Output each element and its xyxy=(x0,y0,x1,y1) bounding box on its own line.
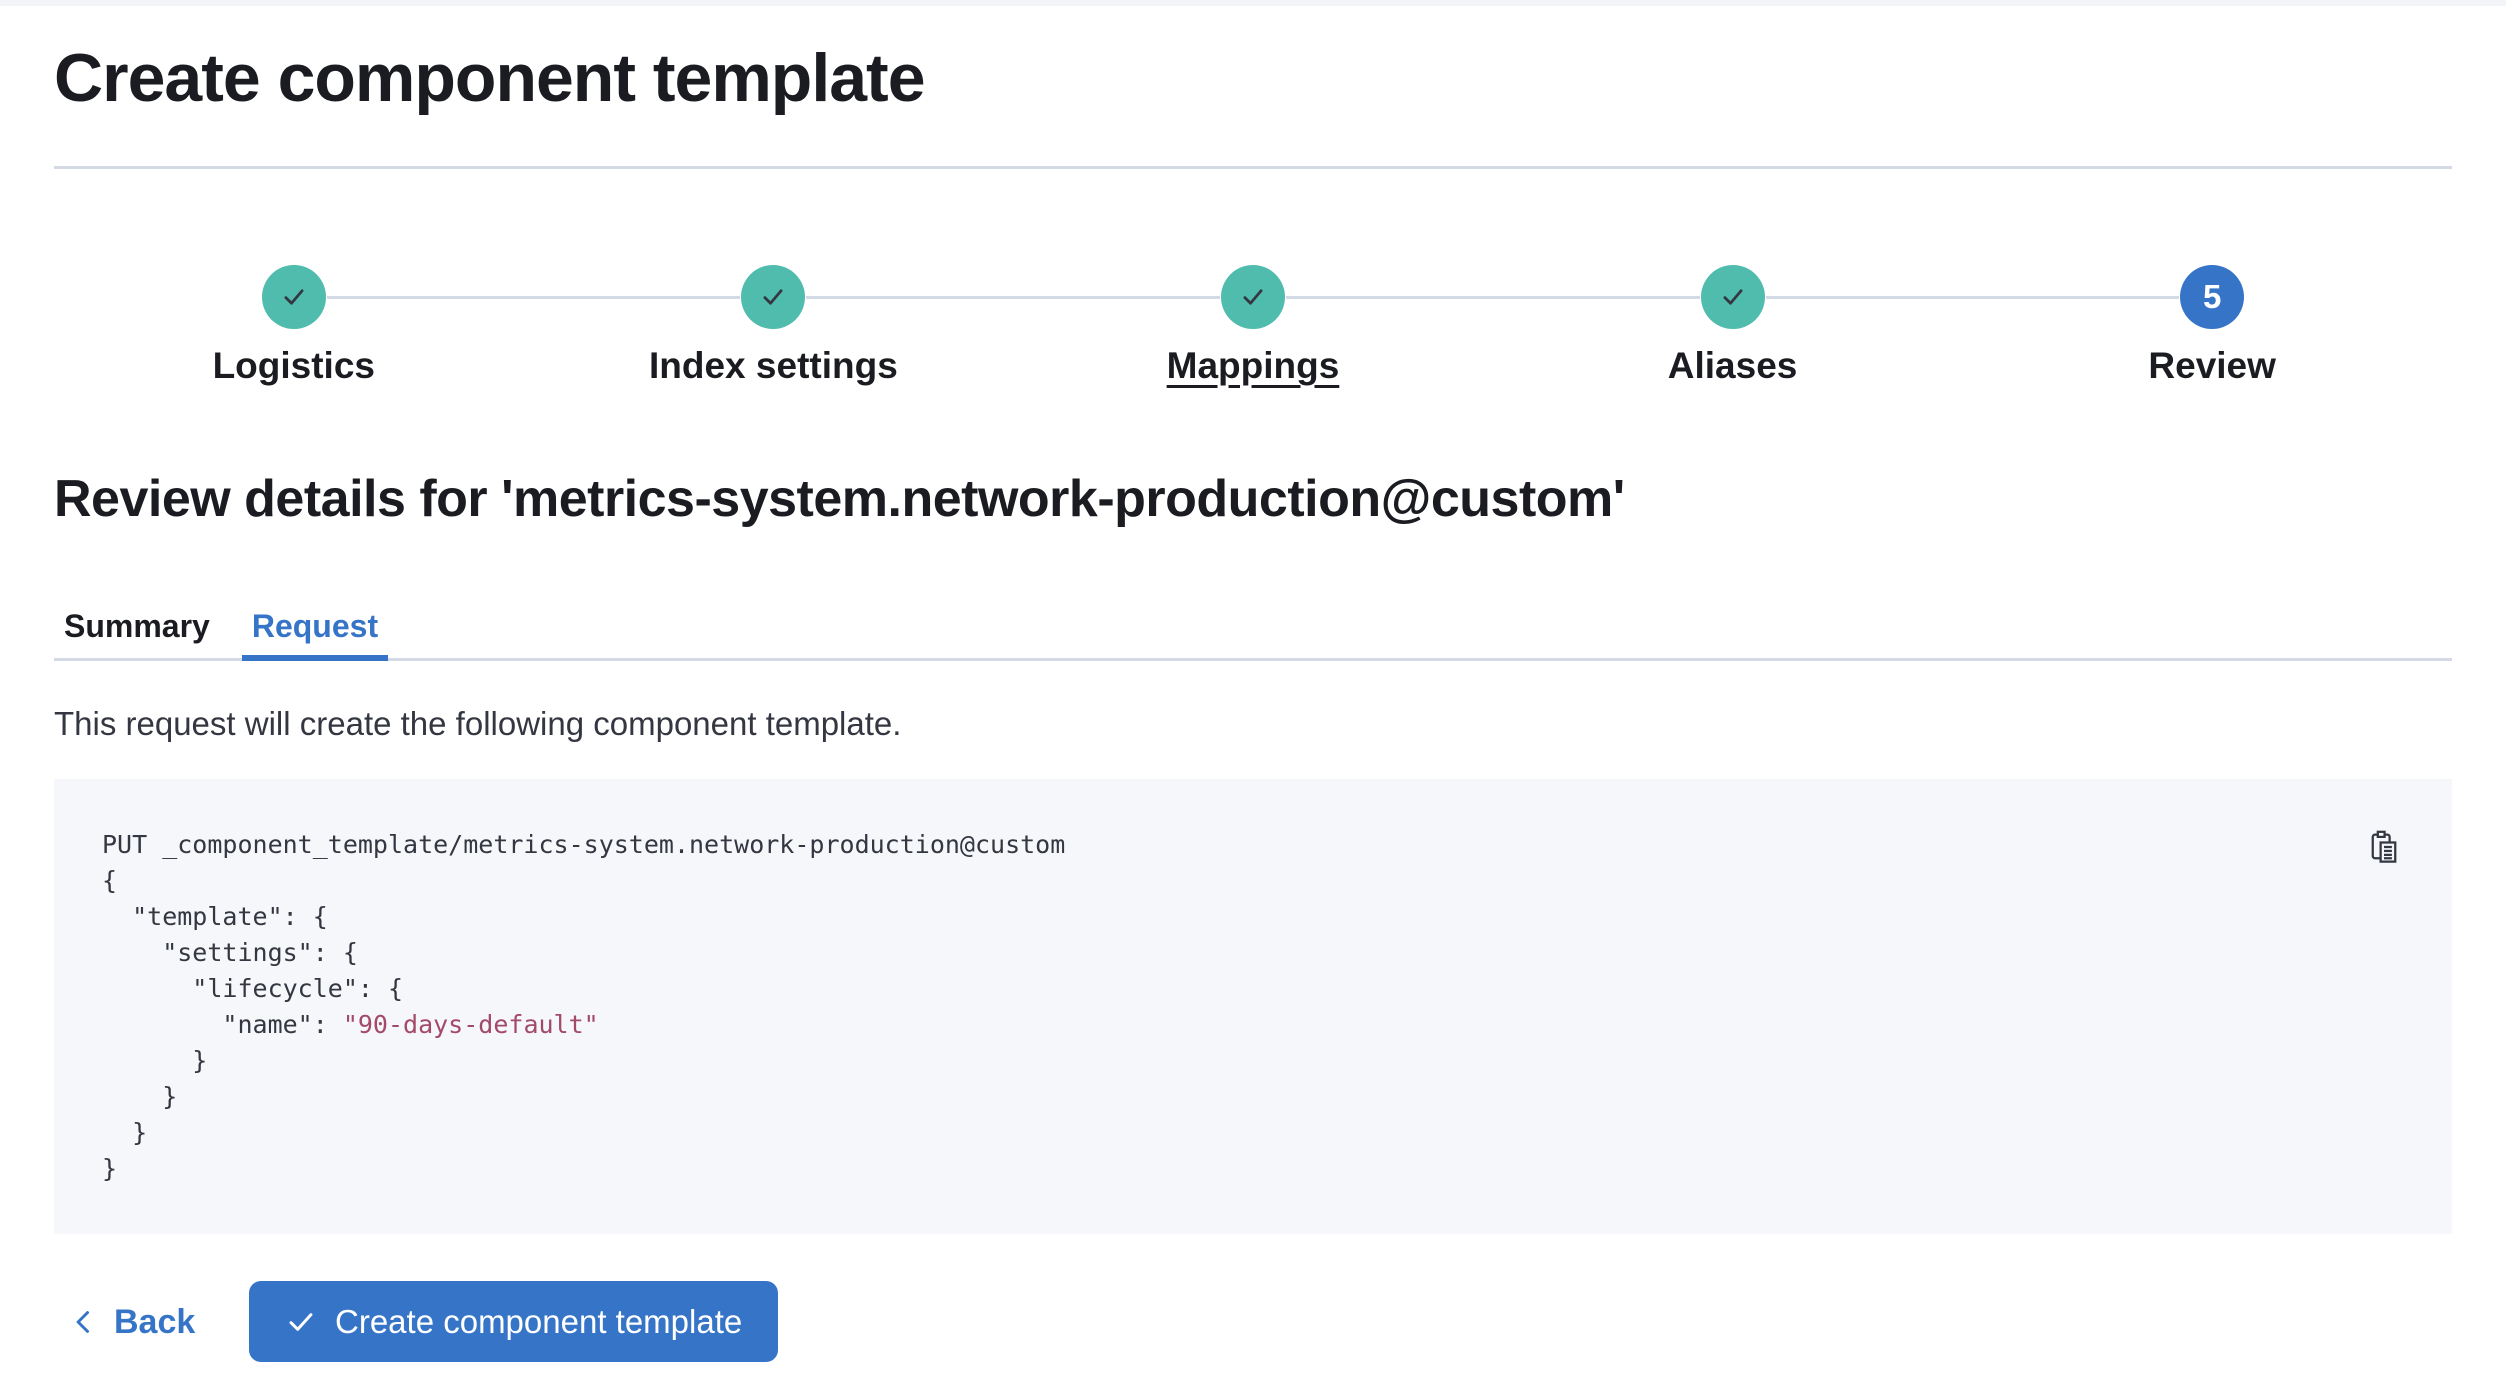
step-current-circle[interactable]: 5 xyxy=(2180,265,2245,329)
step-complete-circle[interactable] xyxy=(741,265,806,329)
tab-request[interactable]: Request xyxy=(241,605,389,661)
check-icon xyxy=(763,289,783,305)
copy-to-clipboard-button[interactable] xyxy=(2366,829,2402,865)
tab-summary[interactable]: Summary xyxy=(64,608,210,644)
request-code: PUT _component_template/metrics-system.n… xyxy=(102,830,1066,1183)
step-complete-circle[interactable] xyxy=(261,265,326,329)
top-edge-strip xyxy=(0,0,2506,6)
step-label-logistics[interactable]: Logistics xyxy=(212,345,375,386)
page-title: Create component template xyxy=(54,40,926,116)
create-component-template-label: Create component template xyxy=(335,1302,743,1340)
step-index-settings[interactable]: Index settings xyxy=(533,265,1014,389)
tabs: Summary Request xyxy=(54,605,389,661)
step-number: 5 xyxy=(2202,278,2222,315)
step-label-aliases[interactable]: Aliases xyxy=(1667,345,1798,386)
request-code-panel: PUT _component_template/metrics-system.n… xyxy=(54,779,2452,1234)
step-aliases[interactable]: Aliases xyxy=(1492,265,1973,389)
request-description: This request will create the following c… xyxy=(54,705,902,742)
chevron-left-icon xyxy=(76,1311,89,1333)
check-icon xyxy=(1723,289,1743,305)
step-logistics[interactable]: Logistics xyxy=(54,265,534,389)
back-button-label: Back xyxy=(114,1303,196,1341)
create-component-template-button[interactable]: Create component template xyxy=(249,1281,779,1362)
step-label-review[interactable]: Review xyxy=(2148,345,2276,386)
step-mappings[interactable]: Mappings xyxy=(1013,265,1493,389)
check-icon xyxy=(284,289,304,305)
step-label-mappings[interactable]: Mappings xyxy=(1166,345,1340,386)
tabs-divider xyxy=(54,658,2452,661)
check-icon xyxy=(1243,289,1263,305)
title-divider xyxy=(54,166,2452,169)
copy-clipboard-icon xyxy=(2371,830,2397,863)
step-label-index-settings[interactable]: Index settings xyxy=(649,345,898,386)
step-complete-circle[interactable] xyxy=(1700,265,1765,329)
review-heading: Review details for 'metrics-system.netwo… xyxy=(54,470,1625,528)
check-icon xyxy=(289,1312,313,1331)
back-button[interactable]: Back xyxy=(70,1297,195,1347)
step-complete-circle[interactable] xyxy=(1220,265,1285,329)
